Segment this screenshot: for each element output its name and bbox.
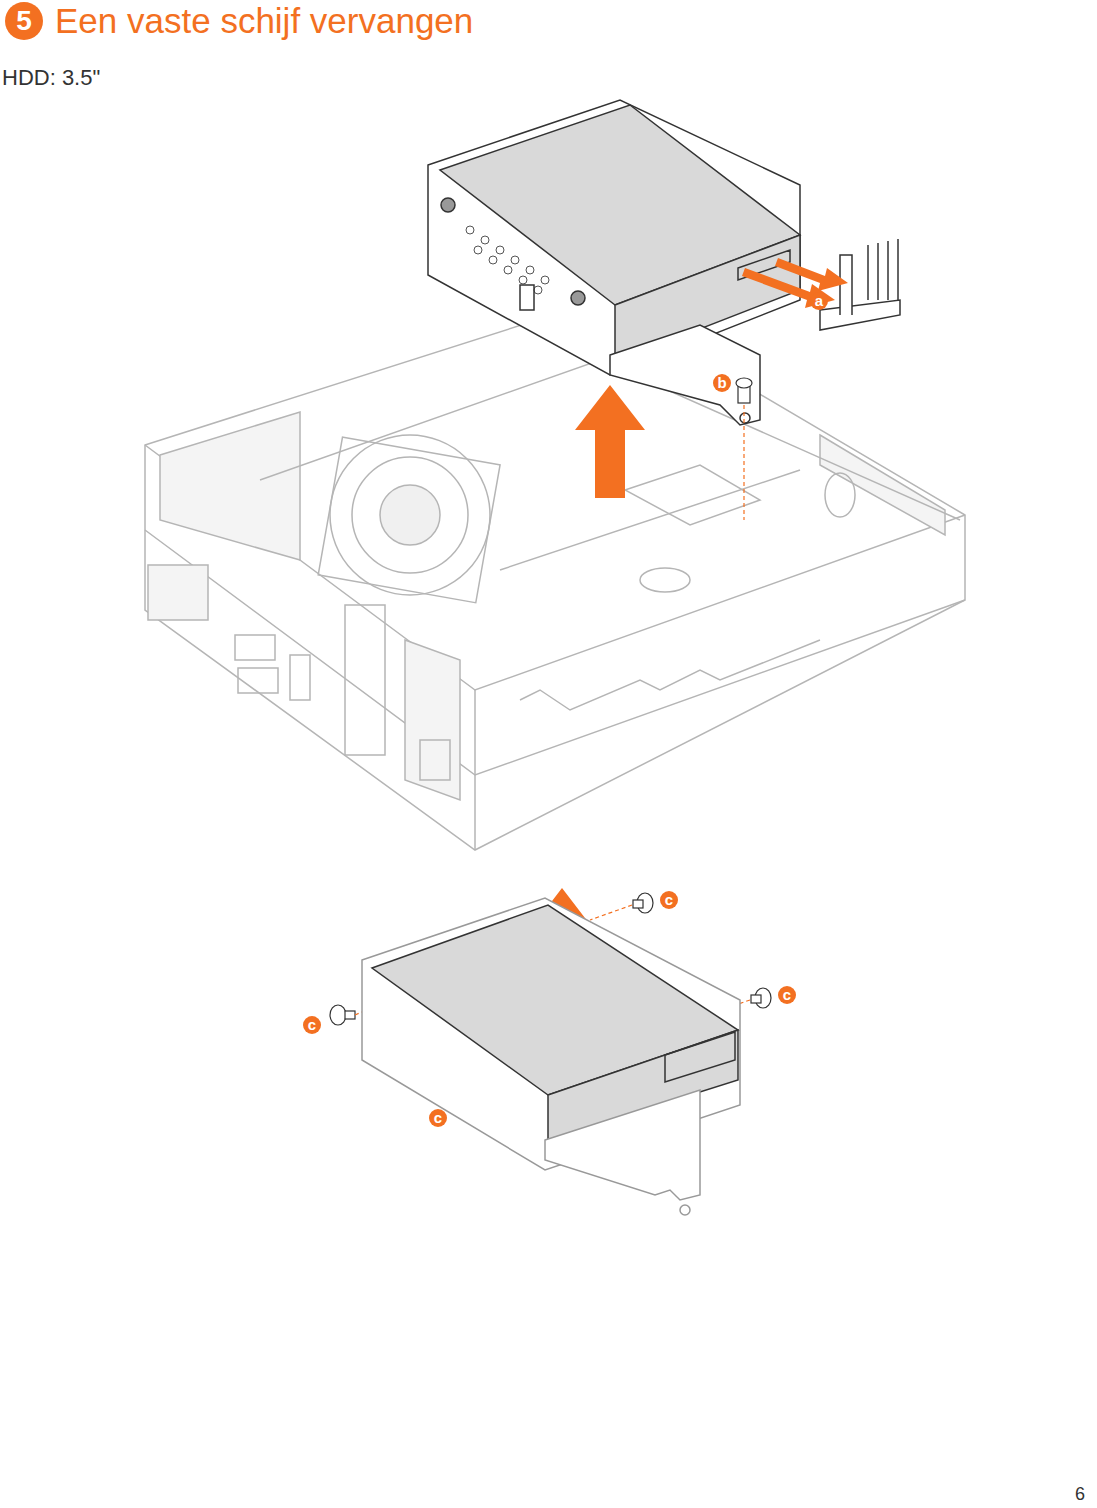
drawing-part — [897, 239, 899, 300]
drawing-part — [345, 605, 385, 755]
drawing-part — [474, 690, 476, 850]
drawing-part — [867, 245, 869, 300]
drawing-part — [428, 100, 800, 375]
drawing-part — [519, 276, 527, 284]
drawing-part — [877, 243, 879, 300]
drawing-part — [500, 470, 800, 570]
drawing-part — [466, 226, 474, 234]
drawing-part — [740, 413, 750, 423]
drawing-part — [590, 905, 632, 920]
page-number: 6 — [1075, 1484, 1085, 1504]
drawing-part — [520, 285, 534, 310]
subtitle: HDD: 3.5" — [2, 65, 100, 91]
drawing-part — [840, 255, 852, 315]
drawing-part — [145, 300, 965, 850]
drawing-part — [633, 900, 643, 908]
drawing-part — [235, 635, 275, 660]
drawing-part — [625, 465, 760, 525]
drawing-part — [825, 473, 855, 517]
chassis — [145, 300, 965, 850]
callout-letter: c — [303, 1016, 321, 1034]
drawing-part — [466, 226, 549, 294]
drawing-part — [534, 286, 542, 294]
drawing-part — [145, 530, 965, 775]
drawing-part — [680, 1205, 690, 1215]
drawing-part — [420, 740, 450, 780]
drawing-part — [887, 241, 889, 300]
drawing-part — [148, 565, 208, 620]
callout-letter: a — [810, 292, 828, 310]
drawing-part — [526, 266, 534, 274]
drawing-part — [496, 246, 504, 254]
drawing-part — [775, 258, 848, 291]
drawing-part — [610, 325, 760, 425]
drawing-part — [545, 1090, 700, 1200]
drawing-part — [160, 412, 300, 560]
drawing-part — [260, 360, 960, 520]
drawing-part — [318, 437, 500, 603]
drawing-part — [665, 1032, 735, 1082]
drawing-part — [330, 1005, 346, 1025]
drawing-part — [290, 655, 310, 700]
drawing-part — [820, 300, 900, 330]
drawing-part — [474, 246, 482, 254]
drawing-part — [238, 668, 278, 693]
drawing-part — [575, 385, 645, 498]
drawing-part — [541, 276, 549, 284]
drawing-part — [751, 995, 761, 1003]
drawing-part — [489, 256, 497, 264]
drawing-part — [520, 640, 820, 710]
lower-hdd — [362, 898, 740, 1215]
drawing-part — [380, 485, 440, 545]
drawing-part — [504, 266, 512, 274]
leader-lines — [355, 405, 750, 1103]
pull-arrows — [526, 258, 848, 1008]
drawing-part — [511, 256, 519, 264]
step-number: 5 — [5, 2, 43, 40]
upper-hdd — [428, 100, 800, 425]
page-title: Een vaste schijf vervangen — [55, 1, 473, 41]
drawing-part — [736, 378, 752, 388]
drawing-part — [743, 405, 744, 520]
drawing-part — [481, 236, 489, 244]
drawing-part — [640, 568, 690, 592]
callout-letter: c — [778, 986, 796, 1004]
drawing-part — [441, 198, 455, 212]
callout-letter: b — [713, 374, 731, 392]
drawing-part — [571, 291, 585, 305]
drawing-part — [352, 457, 468, 573]
callout-letter: c — [429, 1109, 447, 1127]
drawing-part — [405, 640, 460, 800]
callout-letter: c — [660, 891, 678, 909]
drawing-part — [345, 1011, 355, 1019]
